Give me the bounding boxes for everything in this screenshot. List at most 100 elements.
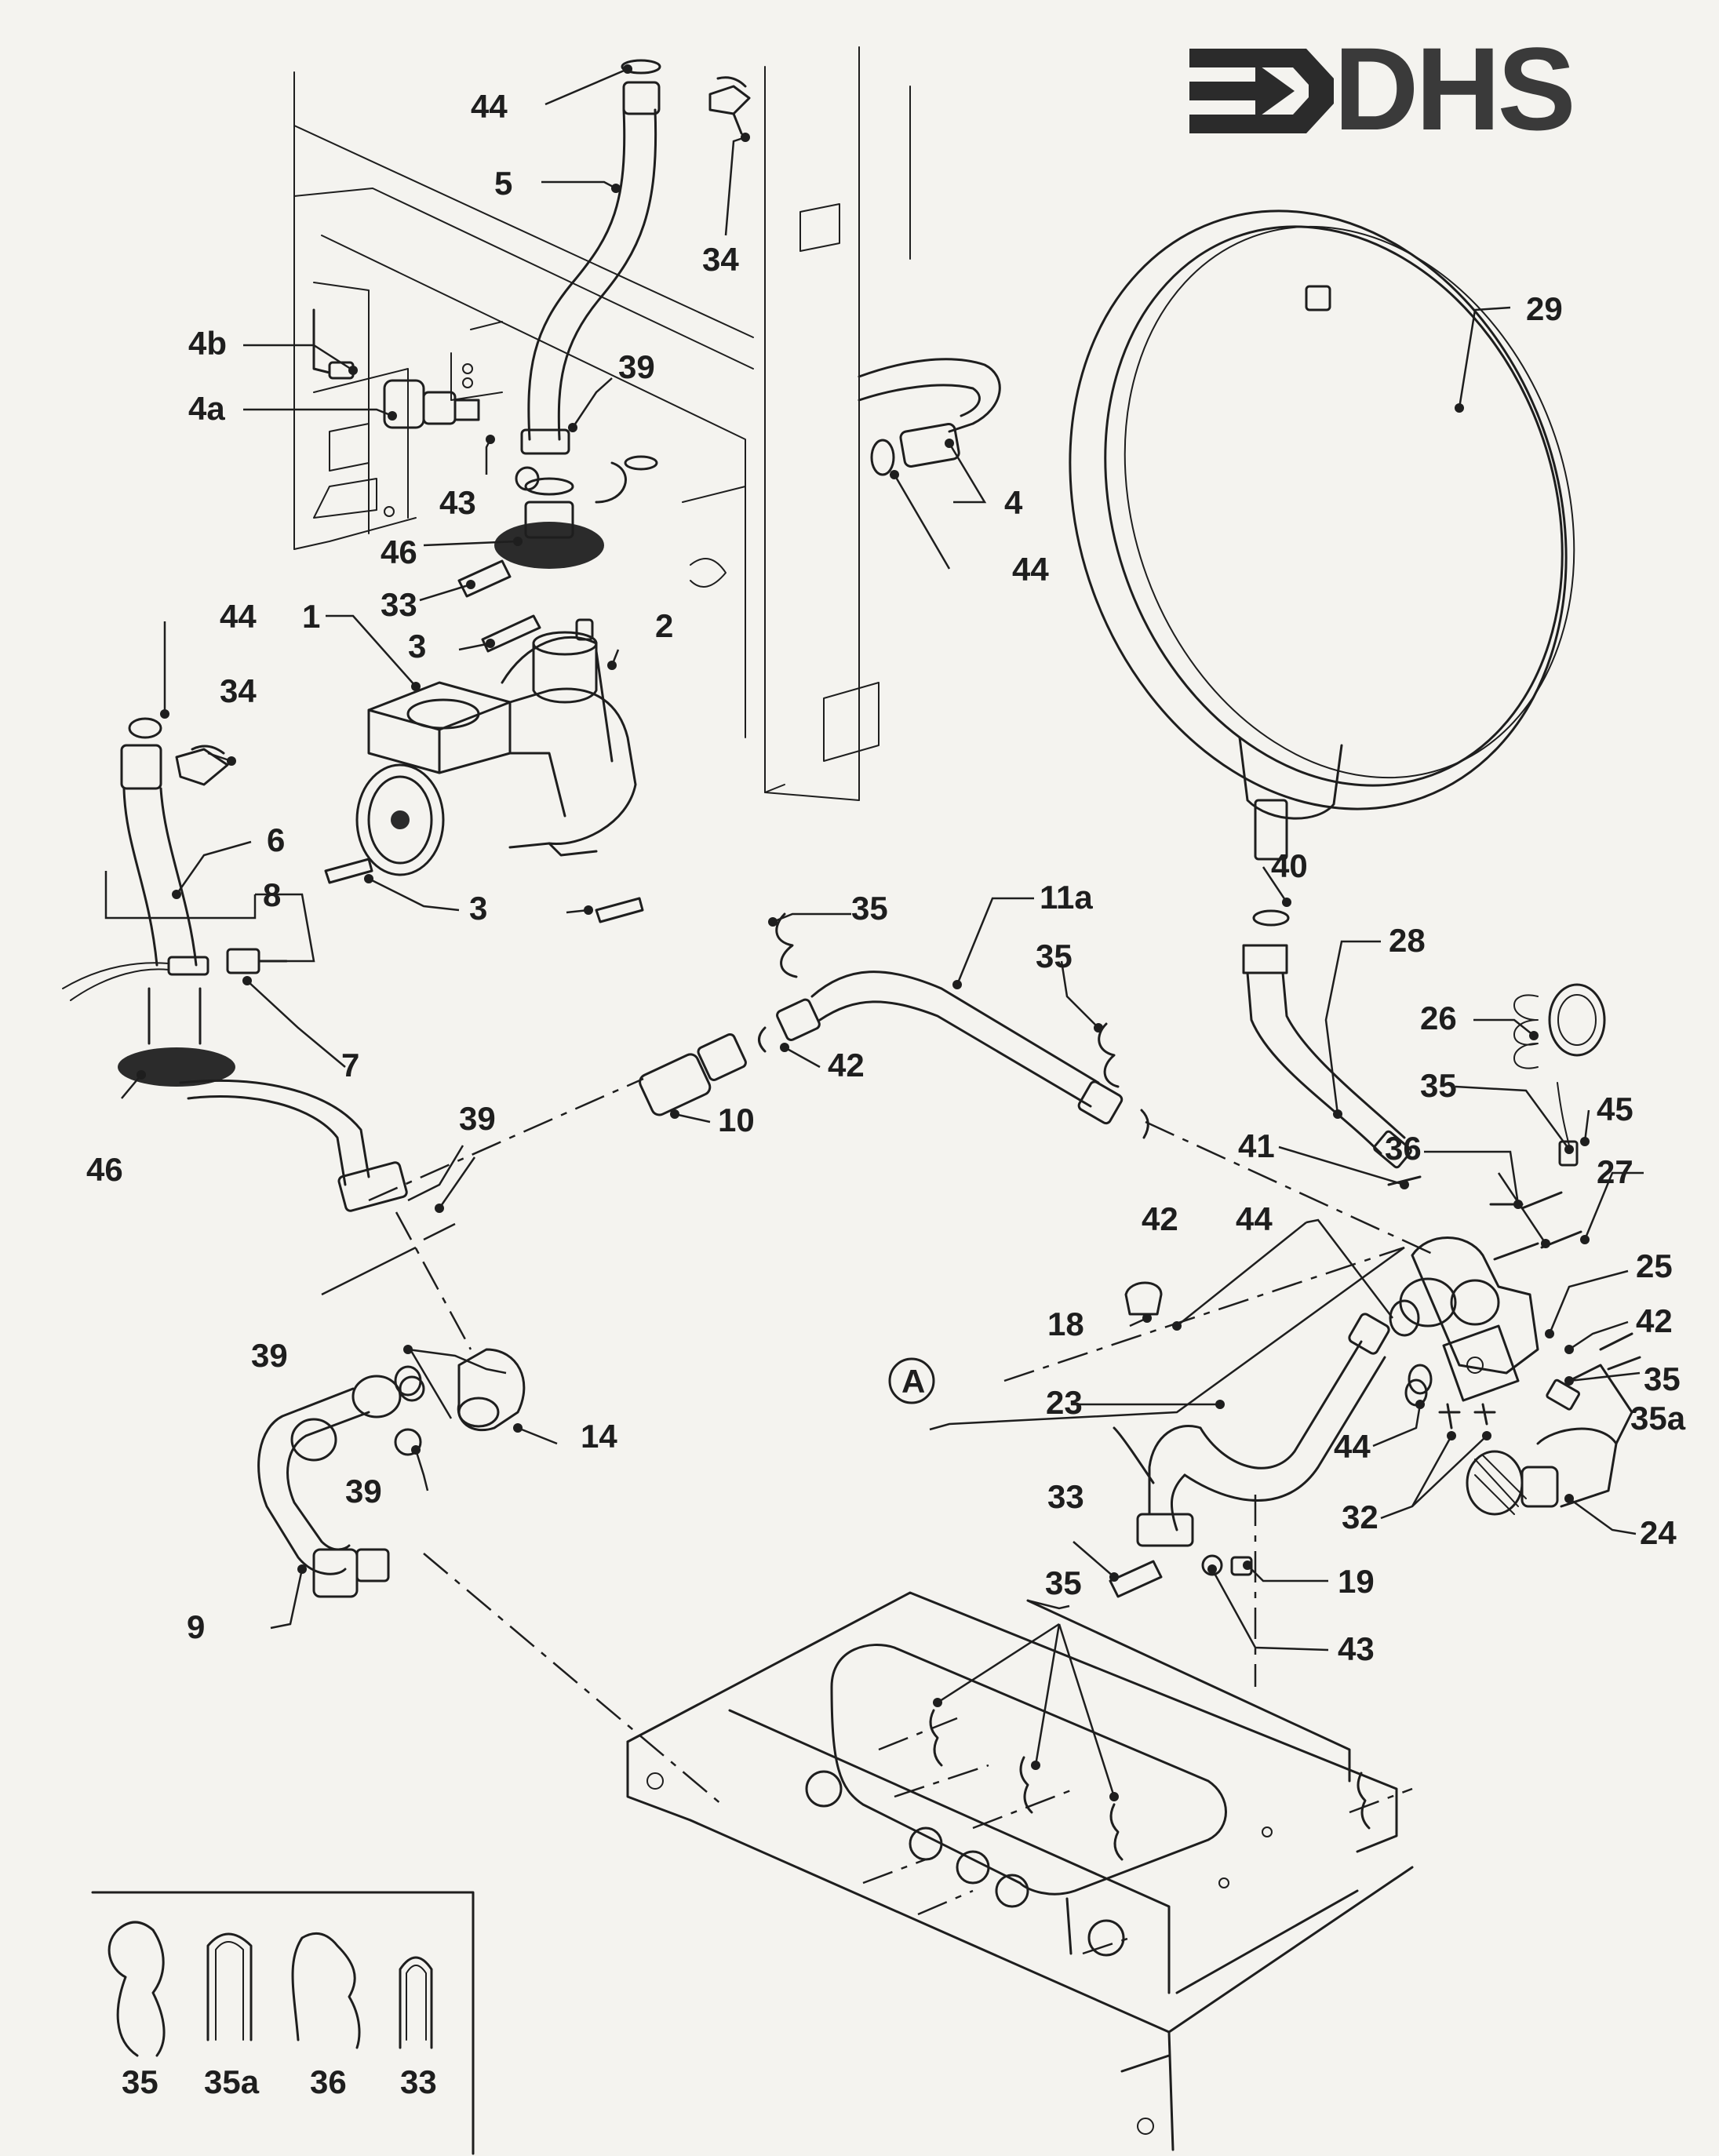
- dhs-logo: DHS: [1189, 23, 1576, 155]
- callout-18: 18: [1047, 1306, 1084, 1342]
- callout-4: 4: [1004, 484, 1023, 521]
- clip-33-mid: [1109, 1560, 1163, 1598]
- callout-40: 40: [1271, 847, 1308, 884]
- air-vent-2: [532, 618, 598, 704]
- clip-legend: 35 35a 36 33: [91, 1891, 475, 2155]
- callout-35a: 35a: [1630, 1400, 1686, 1437]
- sensor-7-8: [62, 948, 288, 1001]
- flow-pipe-5: [520, 59, 661, 455]
- callout-42: 42: [1636, 1302, 1673, 1339]
- callout-39: 39: [618, 348, 655, 385]
- callout-34: 34: [702, 241, 739, 278]
- callout-4a: 4a: [188, 390, 225, 427]
- frame-clips-35: [929, 1709, 1371, 1861]
- callout-28: 28: [1389, 922, 1426, 959]
- callout-39: 39: [345, 1473, 382, 1510]
- brand-name: DHS: [1334, 23, 1573, 155]
- callout-44: 44: [1334, 1428, 1371, 1465]
- callout-6: 6: [267, 821, 285, 858]
- clip-36-icon: [291, 1932, 361, 2049]
- pipe-clip-34-left: [175, 745, 229, 786]
- callout-7: 7: [341, 1047, 359, 1083]
- fitting-14: [457, 1348, 526, 1432]
- assembly-lines: [368, 1077, 1437, 1955]
- callout-19: 19: [1338, 1563, 1375, 1600]
- small-fittings: [399, 455, 1641, 1407]
- callout-43: 43: [1338, 1630, 1375, 1667]
- callout-33: 33: [381, 586, 417, 623]
- callout-34: 34: [220, 672, 257, 709]
- leader-lines: [104, 67, 1644, 1797]
- callout-42: 42: [828, 1047, 865, 1083]
- pump-valve-46-top: [494, 461, 627, 569]
- callout-4b: 4b: [188, 325, 227, 362]
- screws-32: [1438, 1403, 1496, 1429]
- callout-35: 35: [1644, 1360, 1681, 1397]
- callout-35: 35: [851, 890, 888, 927]
- legend-label-35: 35: [122, 2063, 158, 2100]
- callout-35: 35: [1420, 1067, 1457, 1104]
- pump-1: [355, 636, 637, 876]
- callout-39: 39: [459, 1100, 496, 1137]
- pipe-9: [257, 1365, 422, 1598]
- callout-23: 23: [1046, 1384, 1083, 1421]
- callout-43: 43: [439, 484, 476, 521]
- clip-35a-icon: [206, 1932, 253, 2041]
- callout-10: 10: [718, 1102, 755, 1138]
- pipe-11a: [758, 971, 1149, 1139]
- callout-33: 33: [1047, 1478, 1084, 1515]
- legend-label-33: 33: [400, 2063, 437, 2100]
- pipe-23: [1113, 1313, 1390, 1547]
- callout-11a: 11a: [1040, 879, 1093, 916]
- callout-labels: 44 5 34 4b 4a 39 43 46 33 4 44 29 44 1 3…: [86, 88, 1686, 1667]
- callout-44: 44: [1012, 551, 1049, 588]
- clip-35-icon: [107, 1921, 166, 2057]
- screw-33-top: [457, 559, 512, 598]
- leader-dots: [137, 64, 1590, 1801]
- callout-44: 44: [471, 88, 508, 125]
- clip-33-icon: [399, 1956, 433, 2049]
- callout-24: 24: [1640, 1514, 1677, 1551]
- callout-25: 25: [1636, 1247, 1673, 1284]
- fitting-10: [639, 1032, 747, 1116]
- callout-8: 8: [263, 876, 281, 913]
- return-pipe-4: [858, 358, 1001, 476]
- callout-3: 3: [408, 628, 426, 665]
- callout-36: 36: [1385, 1130, 1422, 1167]
- legend-label-36: 36: [310, 2063, 347, 2100]
- callout-39: 39: [251, 1337, 288, 1374]
- callout-44: 44: [220, 598, 257, 635]
- manifold-25: [1389, 1236, 1539, 1402]
- pipe-6: [118, 717, 408, 1212]
- callout-46: 46: [381, 534, 417, 570]
- callout-3: 3: [469, 890, 487, 927]
- callout-35: 35: [1045, 1564, 1082, 1601]
- callout-26: 26: [1420, 1000, 1457, 1036]
- callout-35: 35: [1036, 938, 1073, 974]
- valve-24: [1466, 1364, 1633, 1516]
- callout-a: A: [901, 1363, 925, 1400]
- detail-marker-a: [888, 1357, 935, 1404]
- legend-label-35a: 35a: [204, 2063, 260, 2100]
- callout-42: 42: [1142, 1200, 1178, 1237]
- callout-46: 46: [86, 1151, 123, 1188]
- callout-1: 1: [302, 598, 320, 635]
- callout-32: 32: [1342, 1499, 1378, 1535]
- pressure-gauge-26: [1513, 983, 1606, 1167]
- callout-45: 45: [1597, 1091, 1633, 1127]
- pipe-clip-34-top: [708, 76, 751, 135]
- screws-3: [324, 614, 644, 923]
- callout-44: 44: [1236, 1200, 1273, 1237]
- mounting-frame: [626, 1591, 1414, 2151]
- callout-27: 27: [1597, 1153, 1633, 1190]
- callout-14: 14: [581, 1418, 617, 1455]
- callout-2: 2: [655, 607, 673, 644]
- callout-5: 5: [494, 165, 512, 202]
- callout-9: 9: [187, 1608, 205, 1645]
- expansion-vessel-29: [1069, 209, 1575, 861]
- plug-18: [1124, 1281, 1163, 1316]
- callout-41: 41: [1238, 1127, 1275, 1164]
- callout-29: 29: [1526, 290, 1563, 327]
- boiler-chassis: [293, 46, 911, 801]
